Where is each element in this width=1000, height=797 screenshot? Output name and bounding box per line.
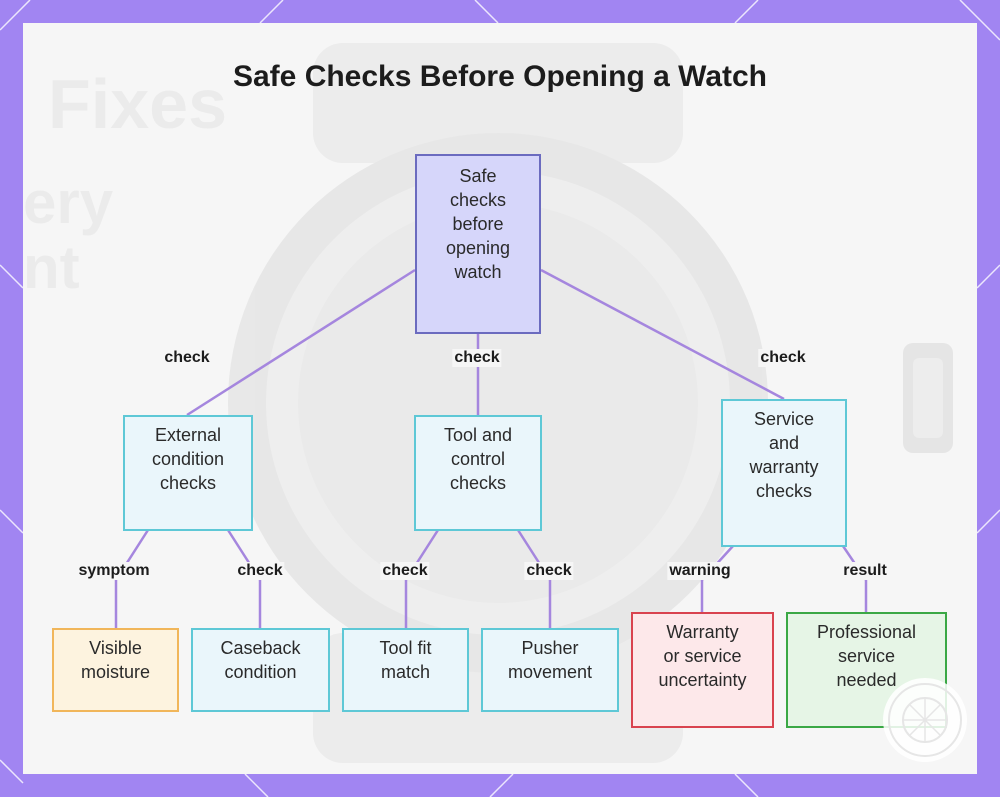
page-title: Safe Checks Before Opening a Watch bbox=[232, 60, 768, 93]
edge-label-symptom: symptom bbox=[76, 562, 152, 580]
edge-label-check-pusher: check bbox=[524, 562, 574, 580]
node-service-warranty-checks: Service and warranty checks bbox=[721, 399, 847, 547]
edge-service-warranty bbox=[700, 545, 734, 612]
node-visible-moisture: Visible moisture bbox=[52, 628, 179, 712]
edge-service-professional bbox=[841, 545, 868, 612]
watch-background-illustration: Fixes ery nt bbox=[23, 43, 953, 763]
edge-label-check-toolfit: check bbox=[380, 562, 430, 580]
edge-label-check-caseback: check bbox=[235, 562, 285, 580]
watermark-seal-icon bbox=[883, 678, 967, 762]
svg-text:ery: ery bbox=[23, 169, 114, 236]
edge-label-result: result bbox=[841, 562, 889, 580]
node-root: Safe checks before opening watch bbox=[415, 154, 541, 334]
node-tool-control-checks: Tool and control checks bbox=[414, 415, 542, 531]
svg-text:Fixes: Fixes bbox=[48, 65, 227, 143]
edge-label-check-service: check bbox=[758, 349, 808, 367]
edge-tool-fit bbox=[404, 529, 440, 628]
edge-label-check-tool: check bbox=[452, 349, 502, 367]
node-pusher-movement: Pusher movement bbox=[481, 628, 619, 712]
edge-label-warning: warning bbox=[667, 562, 733, 580]
edge-external-moisture bbox=[114, 529, 150, 628]
edge-tool-pusher bbox=[516, 529, 552, 628]
edge-root-service bbox=[540, 268, 785, 401]
edge-external-caseback bbox=[226, 529, 262, 628]
svg-text:nt: nt bbox=[23, 234, 80, 301]
node-external-condition-checks: External condition checks bbox=[123, 415, 253, 531]
edge-root-external bbox=[186, 268, 416, 417]
node-tool-fit-match: Tool fit match bbox=[342, 628, 469, 712]
node-warranty-uncertainty: Warranty or service uncertainty bbox=[631, 612, 774, 728]
node-caseback-condition: Caseback condition bbox=[191, 628, 330, 712]
edge-label-check-external: check bbox=[162, 349, 212, 367]
